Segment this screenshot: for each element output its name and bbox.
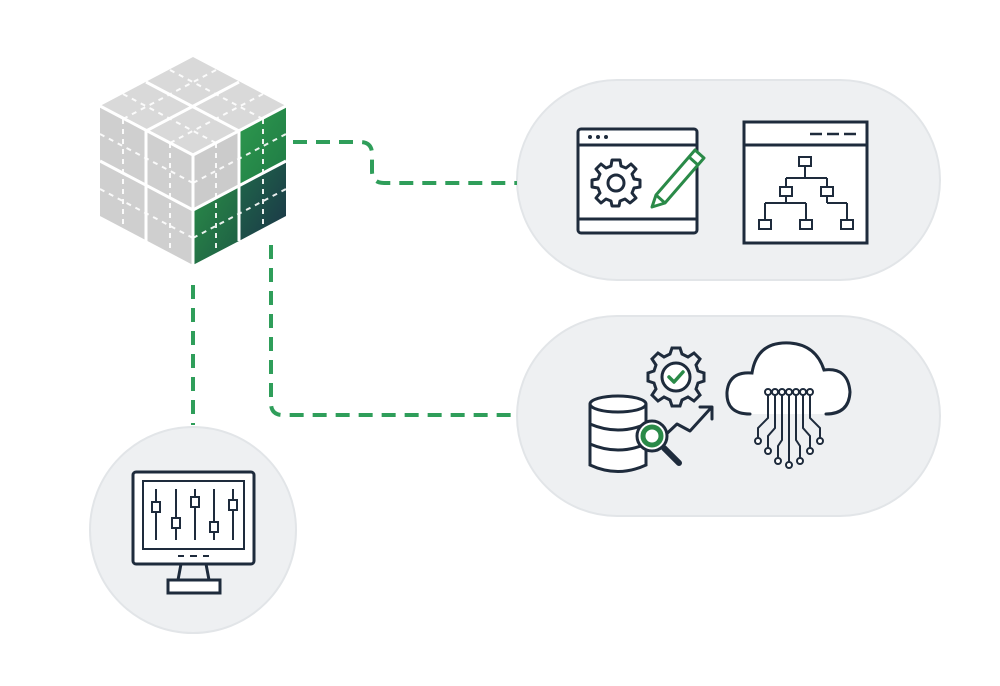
check-gear-icon <box>646 346 706 408</box>
database-analytics-icon <box>588 346 714 473</box>
bottom-right-panel <box>516 315 941 517</box>
monitor-equalizer-icon <box>131 470 256 595</box>
settings-edit-window-icon <box>576 127 706 235</box>
cloud-network-icon <box>725 341 852 469</box>
connectors <box>191 140 517 425</box>
connector-middle <box>269 245 517 417</box>
connector-top <box>293 140 517 185</box>
hierarchy-window-icon <box>742 120 869 245</box>
magnifier-icon <box>635 419 682 466</box>
data-cube-icon <box>99 57 287 265</box>
gear-icon <box>590 158 642 208</box>
pencil-icon <box>650 148 706 209</box>
